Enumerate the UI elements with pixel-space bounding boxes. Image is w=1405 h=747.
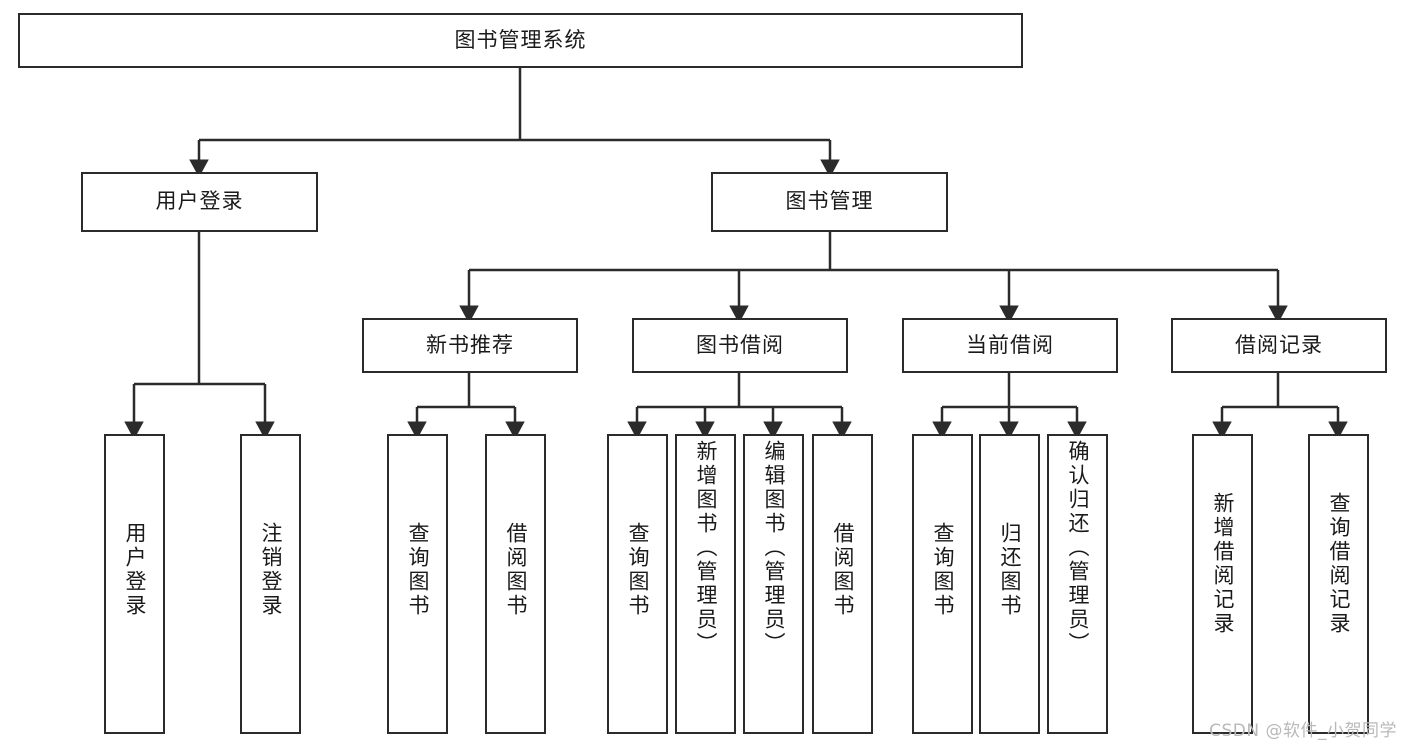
node-label: 新增图书（管理员） <box>693 440 718 656</box>
node-label: 借阅图书 <box>830 522 855 618</box>
leaf-user-login-signin[interactable]: 用户登录 <box>104 434 165 734</box>
leaf-new-book-borrow[interactable]: 借阅图书 <box>485 434 546 734</box>
leaf-current-borrow-return[interactable]: 归还图书 <box>979 434 1040 734</box>
node-label: 编辑图书（管理员） <box>761 440 786 656</box>
leaf-user-login-signout[interactable]: 注销登录 <box>240 434 301 734</box>
leaf-borrow-record-add[interactable]: 新增借阅记录 <box>1192 434 1253 734</box>
leaf-current-borrow-confirm-admin[interactable]: 确认归还（管理员） <box>1047 434 1108 734</box>
watermark-text: CSDN @软件_小贺同学 <box>1209 721 1397 741</box>
node-label: 新增借阅记录 <box>1210 492 1235 636</box>
node-label: 查询图书 <box>625 522 650 618</box>
node-label: 新书推荐 <box>426 332 514 357</box>
node-label: 注销登录 <box>258 522 283 618</box>
node-root-book-management-system[interactable]: 图书管理系统 <box>18 13 1023 68</box>
leaf-book-borrow-edit-admin[interactable]: 编辑图书（管理员） <box>743 434 804 734</box>
node-label: 查询借阅记录 <box>1326 492 1351 636</box>
node-label: 用户登录 <box>122 522 147 618</box>
leaf-book-borrow-borrow[interactable]: 借阅图书 <box>812 434 873 734</box>
node-book-management[interactable]: 图书管理 <box>711 172 948 232</box>
node-current-borrow[interactable]: 当前借阅 <box>902 318 1118 373</box>
node-label: 图书管理系统 <box>454 27 587 52</box>
leaf-new-book-query[interactable]: 查询图书 <box>387 434 448 734</box>
node-label: 用户登录 <box>155 189 244 214</box>
leaf-book-borrow-add-admin[interactable]: 新增图书（管理员） <box>675 434 736 734</box>
node-label: 当前借阅 <box>966 332 1054 357</box>
node-label: 图书借阅 <box>696 332 784 357</box>
node-book-borrow[interactable]: 图书借阅 <box>632 318 848 373</box>
leaf-borrow-record-query[interactable]: 查询借阅记录 <box>1308 434 1369 734</box>
node-label: 查询图书 <box>405 522 430 618</box>
node-label: 图书管理 <box>785 189 874 214</box>
leaf-book-borrow-query[interactable]: 查询图书 <box>607 434 668 734</box>
node-label: 借阅记录 <box>1235 332 1323 357</box>
node-new-book-recommend[interactable]: 新书推荐 <box>362 318 578 373</box>
node-label: 查询图书 <box>930 522 955 618</box>
node-user-login[interactable]: 用户登录 <box>81 172 318 232</box>
node-label: 确认归还（管理员） <box>1065 440 1090 656</box>
leaf-current-borrow-query[interactable]: 查询图书 <box>912 434 973 734</box>
node-label: 借阅图书 <box>503 522 528 618</box>
node-borrow-record[interactable]: 借阅记录 <box>1171 318 1387 373</box>
node-label: 归还图书 <box>997 522 1022 618</box>
